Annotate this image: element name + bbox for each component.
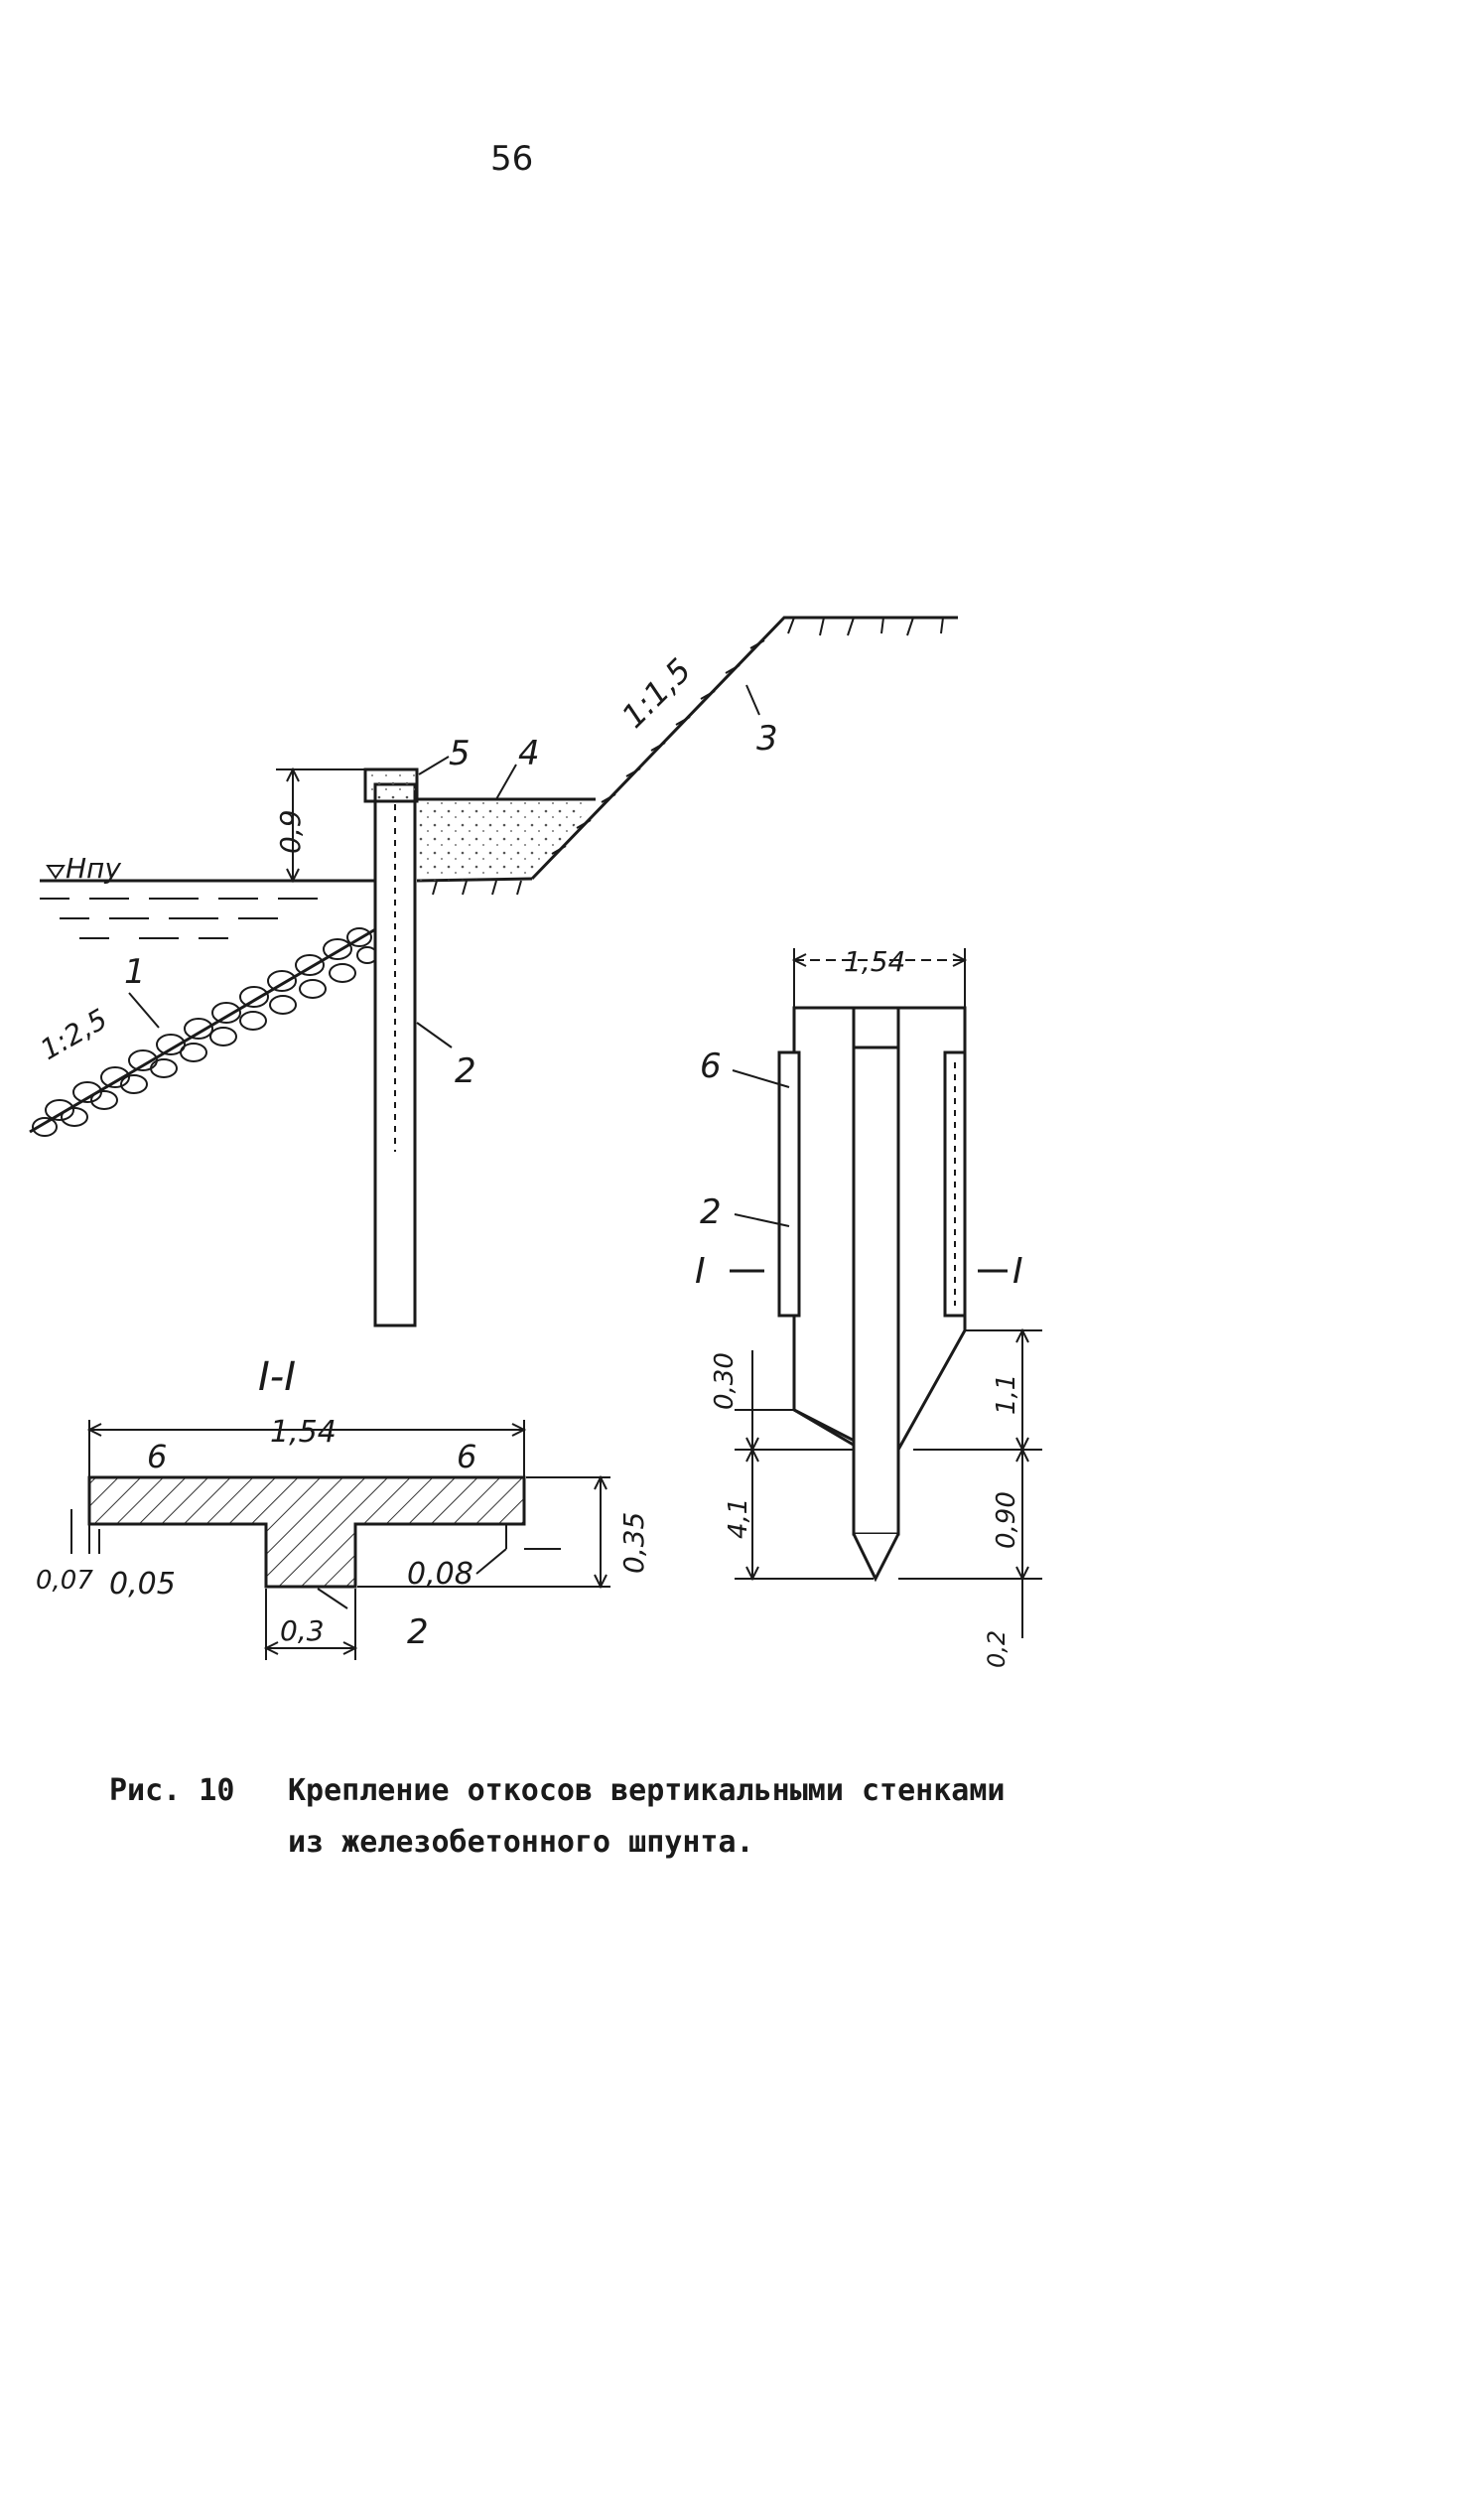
- slope-lower-label: 1:2,5: [35, 1003, 113, 1066]
- backfill-area: [417, 799, 596, 881]
- section-width-label: 1,54: [270, 1415, 337, 1450]
- dim-41-label: 4,1: [724, 1498, 753, 1539]
- section-labels: I-I 1,54 0,35 0,3 0,07 0,05 0,08 6 6 2: [36, 1354, 650, 1652]
- elevation-left-dims: [735, 1350, 874, 1582]
- height-dimension-label: 0,9: [274, 809, 307, 854]
- upper-slope-line: [530, 616, 958, 881]
- section-mark-right: I: [1012, 1251, 1023, 1292]
- section-callout-2: 2: [407, 1612, 429, 1652]
- dim-030-label: 0,30: [710, 1352, 740, 1410]
- lower-slope-line: [29, 926, 378, 1134]
- rib-width-dim: [263, 1589, 358, 1660]
- caption-line-1: Крепление откосов вертикальными стенками: [288, 1773, 1006, 1808]
- dim-005-label: 0,05: [109, 1567, 176, 1602]
- section-height-label: 0,35: [617, 1512, 650, 1574]
- water-hatching: [40, 898, 318, 939]
- dim-007-label: 0,07: [36, 1566, 93, 1596]
- figure-label: Рис. 10: [109, 1773, 235, 1808]
- slope-upper-label: 1:1,5: [614, 651, 699, 736]
- leader-lines: [128, 684, 760, 1048]
- callout-2: 2: [455, 1051, 476, 1091]
- section-view: [70, 1420, 610, 1660]
- dim-008-label: 0,08: [407, 1557, 473, 1592]
- small-dims: [70, 1509, 561, 1609]
- figure-caption: Рис. 10 Крепление откосов вертикальными с…: [109, 1765, 1201, 1869]
- riprap-stones: [32, 927, 378, 1137]
- section-outline: [87, 1475, 526, 1589]
- retaining-wall-view: [29, 616, 958, 1327]
- section-callout-6b: 6: [457, 1438, 476, 1475]
- elevation-width-dim: [791, 948, 968, 1008]
- section-mark-left: I: [695, 1251, 706, 1292]
- section-height-dim: [357, 1474, 610, 1590]
- pile-elevation-labels: 1,54 6 2 I I 0,30 1,1 4,1 0,90 0,2: [695, 945, 1023, 1668]
- section-title: I-I: [258, 1354, 296, 1400]
- water-level-label: Нпу: [66, 852, 121, 885]
- pile-cap: [363, 767, 419, 803]
- rib-width-label: 0,3: [280, 1614, 325, 1647]
- elevation-width-label: 1,54: [844, 945, 905, 978]
- dim-090-label: 0,90: [992, 1491, 1021, 1549]
- dim-02-label: 0,2: [983, 1630, 1011, 1668]
- height-dimension: [276, 767, 365, 884]
- elevation-right-dims: [898, 1327, 1042, 1638]
- water-level-icon: [46, 865, 66, 880]
- ground-ticks: [432, 617, 944, 896]
- caption-line-2: из железобетонного шпунта.: [288, 1825, 754, 1860]
- pile-elevation: [730, 948, 1042, 1638]
- page-number: 56: [490, 139, 534, 179]
- elevation-callout-6: 6: [700, 1046, 722, 1086]
- callout-1: 1: [124, 952, 146, 992]
- section-callout-6a: 6: [147, 1438, 167, 1475]
- dim-11-label: 1,1: [992, 1374, 1021, 1415]
- callout-3: 3: [756, 719, 778, 759]
- callout-5: 5: [449, 734, 471, 773]
- elevation-callout-2: 2: [700, 1192, 722, 1232]
- section-width-dim: [86, 1420, 527, 1477]
- callout-4: 4: [518, 734, 540, 773]
